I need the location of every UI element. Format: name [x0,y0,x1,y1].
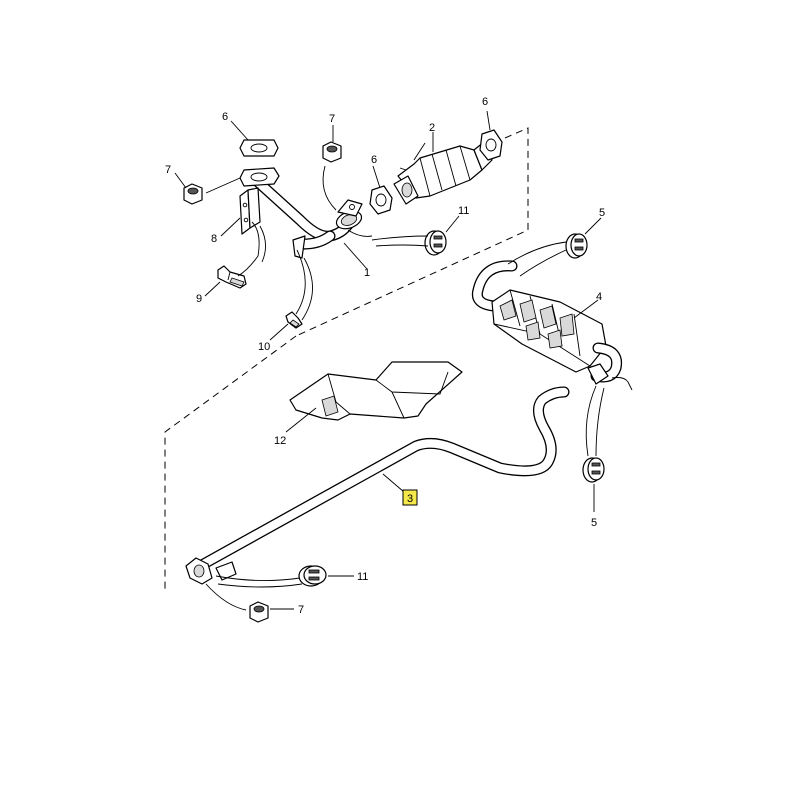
group-frame-rear [164,335,297,592]
callout-11-upper: 11 [458,205,469,217]
callout-2: 2 [429,122,435,134]
bolt-10[interactable] [285,311,303,329]
intermediate-pipe-part[interactable] [185,386,570,585]
leader-lines [174,110,605,611]
bracket-part[interactable] [239,187,261,235]
callout-8: 8 [211,233,217,245]
callout-7-top: 7 [329,113,335,125]
callout-12: 12 [274,435,286,447]
rubber-mount-rear-bottom[interactable] [582,457,605,483]
gasket-center[interactable] [369,185,393,215]
gasket-top-left[interactable] [239,139,279,157]
group-frame-front [295,127,529,337]
callout-3: 3 [407,493,413,505]
nut-bottom[interactable] [249,601,269,623]
rear-silencer-part[interactable] [471,260,633,391]
callout-labels: 1 2 3 4 5 5 6 6 6 7 7 7 8 9 10 11 11 12 [165,96,605,616]
callout-7-bottom: 7 [298,604,304,616]
callout-10: 10 [258,341,270,353]
gasket-lower-left[interactable] [239,167,280,187]
callout-6-center: 6 [371,154,377,166]
heat-shield-part[interactable] [289,361,463,421]
callout-4: 4 [596,291,602,303]
gasket-right[interactable] [479,129,503,161]
bolt-9[interactable] [217,265,247,289]
callout-3-highlight [402,489,418,506]
callout-5-lower: 5 [591,517,597,529]
callout-11-lower: 11 [357,571,368,583]
rubber-mount-upper[interactable] [424,230,447,256]
catalytic-converter-part[interactable] [393,141,493,205]
nut-top-left[interactable] [183,183,203,205]
rubber-mount-lower-left[interactable] [298,565,327,587]
rubber-mount-rear-top[interactable] [565,233,588,259]
callout-6-left: 6 [222,111,228,123]
front-pipe-part[interactable] [252,176,373,259]
callout-5-upper: 5 [599,207,605,219]
nut-top-center[interactable] [322,141,342,163]
callout-9: 9 [196,293,202,305]
callout-6-right: 6 [482,96,488,108]
callout-1: 1 [364,267,370,279]
callout-7-left: 7 [165,164,171,176]
